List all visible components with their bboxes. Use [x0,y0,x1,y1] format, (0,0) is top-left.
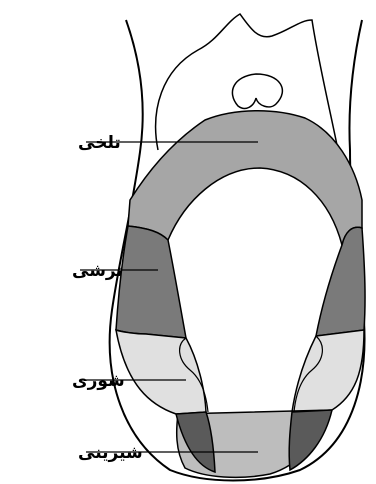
bitter-label: تلخی [78,133,121,153]
salty-label: شوری [72,371,125,391]
sour-label: ترشی [72,261,123,281]
sweet-label: شیرینی [78,443,143,463]
